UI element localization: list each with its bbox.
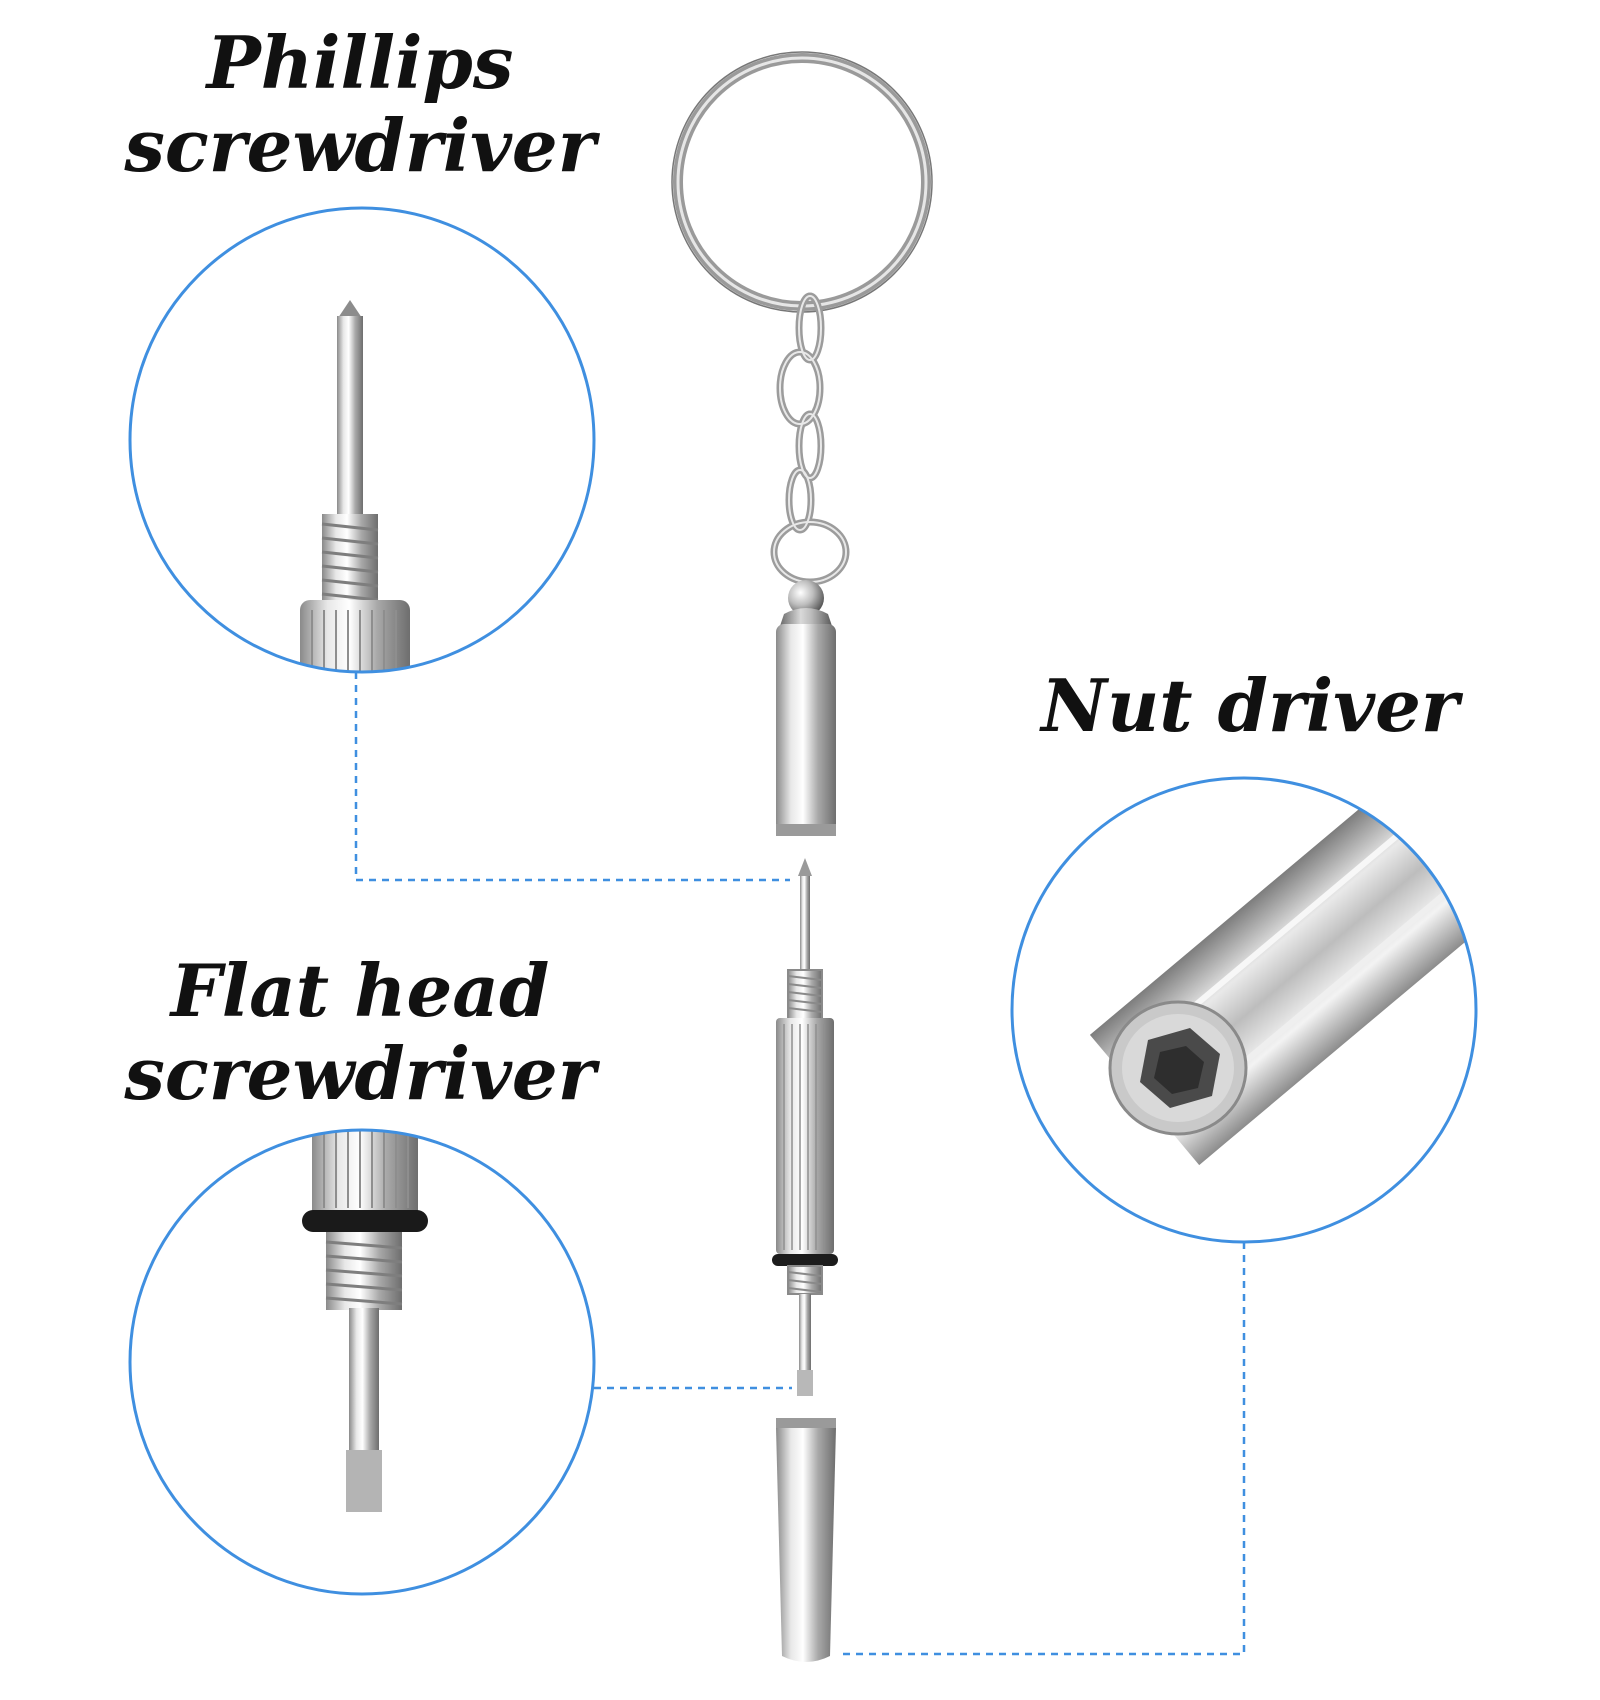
label-flat-head-screwdriver: Flat head screwdriver bbox=[90, 948, 630, 1116]
key-ring bbox=[671, 51, 933, 313]
label-flat-line2: screwdriver bbox=[124, 1030, 596, 1116]
top-cap bbox=[776, 580, 836, 836]
label-flat-line1: Flat head bbox=[170, 948, 550, 1033]
label-phillips-line1: Phillips bbox=[206, 20, 514, 105]
callout-phillips-circle bbox=[128, 206, 596, 674]
chain bbox=[770, 292, 850, 586]
label-phillips-line2: screwdriver bbox=[124, 102, 596, 188]
label-nut-driver: Nut driver bbox=[1020, 663, 1480, 748]
bottom-cap bbox=[776, 1418, 836, 1662]
label-phillips-screwdriver: Phillips screwdriver bbox=[90, 20, 630, 188]
callout-flat-head-circle bbox=[128, 1128, 596, 1596]
connector-lines bbox=[354, 672, 1246, 1656]
callout-nut-driver-circle bbox=[1010, 776, 1478, 1244]
connector-phillips bbox=[354, 672, 790, 882]
connector-nut-driver bbox=[840, 1242, 1246, 1656]
screwdriver-body bbox=[772, 858, 838, 1396]
label-nut-line1: Nut driver bbox=[1041, 663, 1459, 748]
